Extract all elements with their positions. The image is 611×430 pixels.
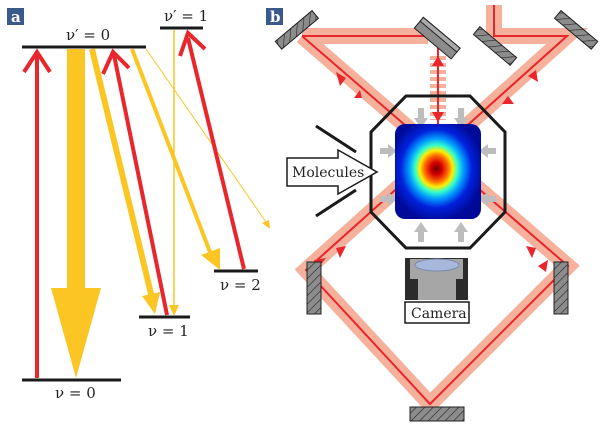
inlet-wall-top: [315, 124, 357, 154]
decay-arrow-v0-v1: [89, 48, 160, 314]
panel-a-label: a: [11, 8, 21, 26]
camera-lens: [414, 258, 460, 272]
inlet-wall-bottom: [315, 188, 357, 218]
panel-a-label-bg: [7, 8, 24, 25]
mirror-top-left: [274, 9, 320, 50]
panel-b-label-bg: [266, 8, 283, 25]
label-ground-v0: ν = 0: [55, 384, 96, 402]
repump-arrow-v1: [101, 48, 169, 316]
molecule-cloud-image: [395, 124, 481, 219]
repump-arrow-v2: [178, 29, 246, 270]
mirror-top-center: [413, 16, 461, 60]
cooling-arrows: [380, 108, 496, 242]
label-excited-v1: ν′ = 1: [164, 7, 208, 25]
panel-a: a ν′ = 0 ν′ = 1 ν = 0 ν = 1 ν = 2: [7, 7, 270, 402]
decay-arrow-v0-v3: [145, 48, 270, 229]
mirror-top-right: [553, 9, 599, 50]
label-ground-v2: ν = 2: [220, 276, 261, 294]
decay-arrow-v0-v0: [51, 49, 101, 378]
molecules-label: Molecules: [292, 165, 364, 181]
mirror-top-right-inner: [472, 26, 518, 66]
mirror-left: [306, 261, 322, 315]
camera-label: Camera: [411, 306, 467, 322]
pump-arrow-v0: [22, 48, 52, 378]
label-ground-v1: ν = 1: [148, 322, 189, 340]
vacuum-chamber: [369, 94, 507, 250]
molecules-arrow: Molecules: [286, 148, 379, 196]
panel-b: b: [266, 5, 599, 422]
camera: Camera: [404, 258, 470, 324]
label-excited-v0: ν′ = 0: [66, 26, 110, 44]
panel-b-label: b: [270, 8, 281, 26]
decay-arrow-v0-v2: [130, 48, 220, 270]
decay-arrow-v1-v1: [169, 30, 179, 316]
mirror-right: [553, 261, 569, 315]
mirror-bottom: [409, 406, 465, 422]
